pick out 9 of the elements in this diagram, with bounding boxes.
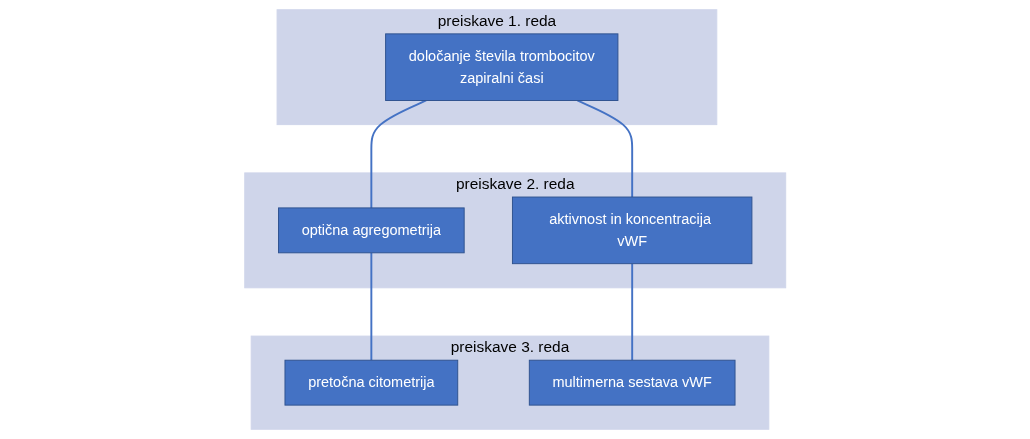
- node-box: določanje števila trombocitov zapiralni časi: [384, 33, 619, 101]
- node-box: aktivnost in koncentracija vWF: [511, 196, 753, 265]
- node-box: multimerna sestava vWF: [528, 359, 736, 406]
- connector: [576, 99, 633, 198]
- connector: [370, 99, 427, 209]
- node-box: pretočna citometrija: [284, 359, 458, 406]
- connector: [631, 262, 633, 362]
- node-box: optična agregometrija: [277, 207, 465, 254]
- connector: [370, 251, 373, 362]
